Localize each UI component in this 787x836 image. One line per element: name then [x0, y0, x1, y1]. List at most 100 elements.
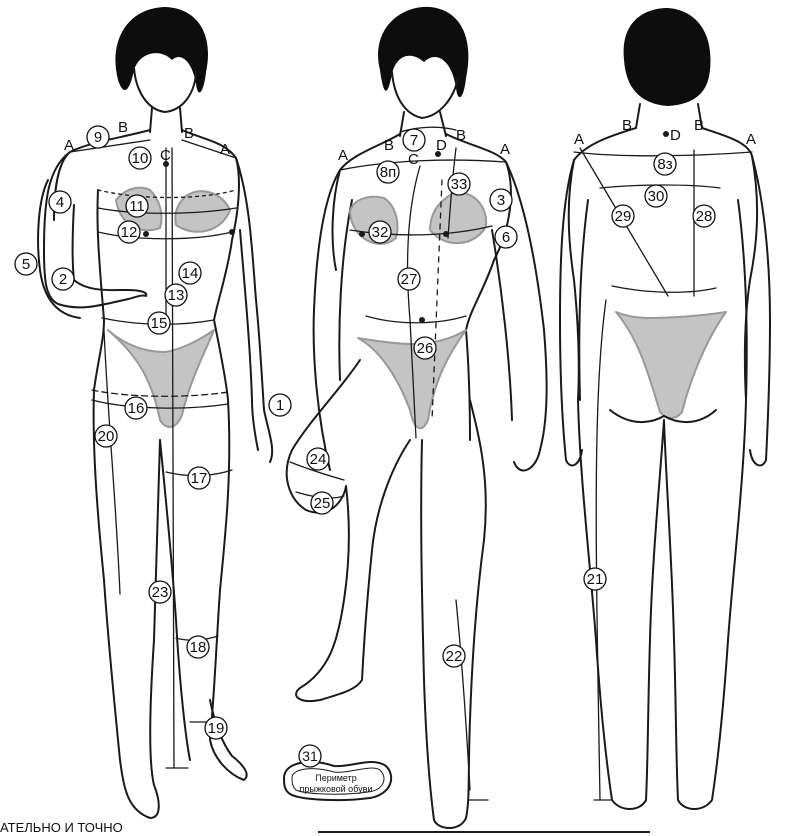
side-hair: [378, 7, 468, 97]
svg-text:29: 29: [615, 208, 632, 225]
svg-text:17: 17: [191, 470, 208, 487]
svg-text:13: 13: [168, 287, 185, 304]
side-face: [392, 72, 458, 118]
measurement-5: 5: [15, 253, 37, 275]
measurement-20: 20: [95, 425, 117, 447]
svg-text:2: 2: [59, 271, 67, 288]
measurement-4: 4: [49, 191, 71, 213]
svg-text:7: 7: [410, 132, 418, 149]
svg-text:15: 15: [151, 315, 168, 332]
svg-text:10: 10: [132, 150, 149, 167]
svg-text:21: 21: [587, 571, 604, 588]
svg-text:4: 4: [56, 194, 64, 211]
back-figure: [560, 8, 770, 809]
measurement-16: 16: [125, 397, 147, 419]
measurement-8з: 8з: [654, 153, 676, 175]
svg-text:26: 26: [417, 340, 434, 357]
front-face: [134, 68, 196, 112]
svg-text:11: 11: [129, 198, 145, 215]
svg-text:18: 18: [190, 639, 207, 656]
point-B: B: [456, 127, 466, 144]
point-A: A: [338, 147, 348, 164]
measurement-8п: 8п: [377, 161, 399, 183]
shoe-number: 31: [299, 745, 321, 767]
svg-text:28: 28: [696, 208, 713, 225]
measurement-25: 25: [311, 492, 333, 514]
measurement-28: 28: [693, 205, 715, 227]
point-D: D: [670, 127, 681, 144]
point-C: C: [408, 151, 419, 168]
svg-text:8п: 8п: [380, 164, 396, 181]
svg-text:30: 30: [648, 188, 665, 205]
measurement-26: 26: [414, 337, 436, 359]
point-B: B: [384, 137, 394, 154]
measurement-2: 2: [52, 268, 74, 290]
measurement-14: 14: [179, 262, 201, 284]
measurement-32: 32: [369, 221, 391, 243]
measurement-6: 6: [495, 226, 517, 248]
front-left-leg: [94, 390, 160, 818]
point-B: B: [118, 119, 128, 136]
back-bikini-bottom: [616, 312, 726, 418]
svg-text:23: 23: [152, 584, 169, 601]
measurement-7: 7: [403, 129, 425, 151]
measurement-13: 13: [165, 284, 187, 306]
measurement-21: 21: [584, 568, 606, 590]
svg-text:12: 12: [121, 224, 138, 241]
svg-text:3: 3: [497, 192, 505, 209]
measurement-29: 29: [612, 205, 634, 227]
shoe-label-line1: Периметр: [315, 773, 357, 783]
svg-text:9: 9: [94, 129, 102, 146]
measurement-30: 30: [645, 185, 667, 207]
svg-text:33: 33: [451, 176, 468, 193]
measurement-3: 3: [490, 189, 512, 211]
measurement-11: 11: [126, 195, 148, 217]
point-B: B: [184, 125, 194, 142]
point-A: A: [746, 131, 756, 148]
svg-text:25: 25: [314, 495, 331, 512]
measurement-17: 17: [188, 467, 210, 489]
measurement-12: 12: [118, 221, 140, 243]
point-B: B: [622, 117, 632, 134]
point-C: C: [160, 147, 171, 164]
side-standing-leg: [421, 400, 486, 828]
front-figure: [38, 7, 272, 818]
back-hair: [624, 8, 711, 106]
measurement-22: 22: [443, 645, 465, 667]
svg-text:24: 24: [310, 451, 327, 468]
measurement-24: 24: [307, 448, 329, 470]
svg-text:19: 19: [208, 720, 225, 737]
svg-text:32: 32: [372, 224, 389, 241]
svg-text:22: 22: [446, 648, 463, 665]
measurement-10: 10: [129, 147, 151, 169]
point-A: A: [220, 141, 230, 158]
measurement-19: 19: [205, 717, 227, 739]
measurement-9: 9: [87, 126, 109, 148]
measurement-1: 1: [269, 394, 291, 416]
measurement-23: 23: [149, 581, 171, 603]
svg-text:5: 5: [22, 256, 30, 273]
svg-text:27: 27: [401, 271, 418, 288]
measurement-15: 15: [148, 312, 170, 334]
point-A: A: [500, 141, 510, 158]
measurement-27: 27: [398, 268, 420, 290]
svg-text:1: 1: [276, 397, 284, 414]
svg-text:6: 6: [502, 229, 510, 246]
measurement-18: 18: [187, 636, 209, 658]
back-legs: [578, 400, 746, 809]
svg-text:16: 16: [128, 400, 145, 417]
point-A: A: [64, 137, 74, 154]
front-right-arm: [236, 158, 272, 462]
back-left-arm: [560, 160, 588, 465]
back-right-arm: [738, 156, 770, 465]
shoe-label-line2: прыжковой обуви: [300, 784, 373, 794]
measurement-33: 33: [448, 173, 470, 195]
side-bent-leg: [287, 360, 410, 701]
point-A: A: [574, 131, 584, 148]
svg-text:20: 20: [98, 428, 115, 445]
svg-text:14: 14: [182, 265, 199, 282]
point-D: D: [436, 137, 447, 154]
svg-text:31: 31: [302, 748, 318, 764]
front-bikini-bottom: [108, 330, 214, 427]
